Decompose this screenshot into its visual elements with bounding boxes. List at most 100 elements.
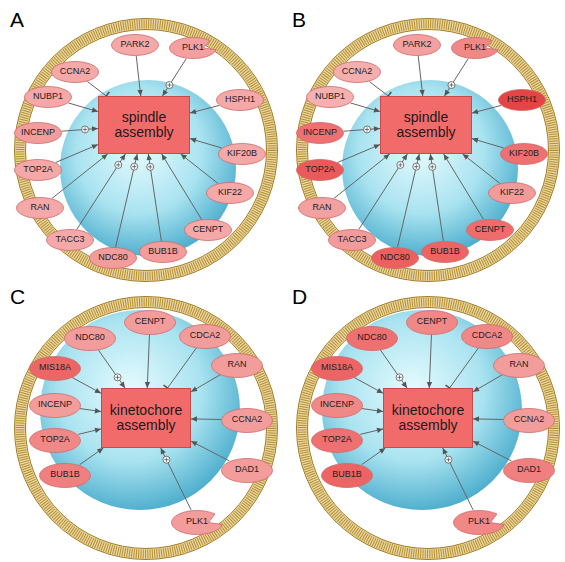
arrow-head xyxy=(147,154,152,160)
connector xyxy=(191,416,221,421)
cell-panel-b xyxy=(297,19,560,282)
gene-label: NUBP1 xyxy=(315,92,345,101)
connector xyxy=(473,441,511,461)
arrow-head xyxy=(472,109,478,114)
plus-mark xyxy=(445,456,452,463)
gene-label: KIF20B xyxy=(509,149,539,158)
connector-line xyxy=(161,448,191,510)
gene-label: PLK1 xyxy=(182,43,204,52)
gene-node: NDC80 xyxy=(64,326,116,351)
gene-label: NDC80 xyxy=(380,253,410,262)
connector xyxy=(473,416,503,421)
connector xyxy=(136,56,143,96)
connector xyxy=(98,350,125,388)
connector-line xyxy=(418,56,423,96)
connector-line xyxy=(473,441,511,461)
gene-node: CDCA2 xyxy=(461,324,513,349)
gene-node: MIS18A xyxy=(311,356,363,381)
plus-mark xyxy=(399,375,400,379)
connector-line xyxy=(369,81,388,96)
arrow-head xyxy=(443,448,448,455)
arrow-head xyxy=(133,154,138,160)
gene-label: PARK2 xyxy=(121,40,150,49)
connector-line xyxy=(398,154,420,247)
gene-label: KIF20B xyxy=(227,149,257,158)
gene-label: DAD1 xyxy=(517,465,541,474)
gene-label: CENPT xyxy=(475,225,506,234)
gene-label: CDCA2 xyxy=(472,331,503,340)
connector-line xyxy=(77,154,126,229)
plus-mark xyxy=(82,126,89,133)
panel-letter: D xyxy=(292,285,307,309)
process-label: kinetochore assembly xyxy=(102,403,190,432)
arrow-head xyxy=(91,144,98,149)
plus-mark xyxy=(397,161,404,168)
connector-line xyxy=(116,154,138,247)
gene-label: CENPT xyxy=(193,225,224,234)
gene-label: CENPT xyxy=(417,317,448,326)
gene-label: NDC80 xyxy=(75,333,105,342)
connector xyxy=(77,154,126,229)
connector xyxy=(472,138,504,148)
process-label: kinetochore assembly xyxy=(384,403,472,432)
connector-line xyxy=(443,448,473,510)
gene-node: BUB1B xyxy=(39,463,91,488)
gene-label: PARK2 xyxy=(403,40,432,49)
gene-label: TOP2A xyxy=(305,165,334,174)
arrow-head xyxy=(463,154,469,160)
connector xyxy=(162,154,202,219)
plus-mark xyxy=(400,163,401,167)
connector-line xyxy=(190,139,222,148)
connector-line xyxy=(87,81,106,96)
connector-line xyxy=(473,375,502,392)
connector-line xyxy=(147,334,149,388)
arrow-head xyxy=(473,441,480,446)
arrow-head xyxy=(415,154,420,160)
process-box: kinetochore assembly xyxy=(101,388,191,448)
arrow-head xyxy=(190,109,196,114)
connector xyxy=(398,154,421,247)
connector xyxy=(190,138,222,148)
plus-mark xyxy=(134,164,135,168)
gene-node: HSPH1 xyxy=(498,89,546,111)
gene-label: PLK1 xyxy=(186,517,208,526)
gene-label: INCENP xyxy=(21,128,55,137)
connector-line xyxy=(362,448,386,465)
connector-line xyxy=(350,103,380,112)
gene-node: DAD1 xyxy=(503,458,555,483)
gene-label: MIS18A xyxy=(39,363,71,372)
plus-mark xyxy=(169,83,170,87)
gene-node: INCENP xyxy=(311,393,363,418)
gene-label: TOP2A xyxy=(322,435,351,444)
process-box: kinetochore assembly xyxy=(383,388,473,448)
gene-node: INCENP xyxy=(29,393,81,418)
gene-label: TACC3 xyxy=(56,235,85,244)
gene-label: DAD1 xyxy=(235,465,259,474)
connector-line xyxy=(168,348,197,388)
connector xyxy=(116,154,139,247)
connector-line xyxy=(429,334,431,388)
connector-line xyxy=(191,441,229,461)
gene-node: HSPH1 xyxy=(216,89,264,111)
gene-label: INCENP xyxy=(38,400,72,409)
gene-node: CENPT xyxy=(406,310,458,335)
connector-line xyxy=(359,154,408,229)
arrow-head xyxy=(379,448,385,454)
arrow-head xyxy=(402,154,408,161)
connector xyxy=(78,428,101,435)
connector xyxy=(360,428,383,435)
plus-mark xyxy=(117,375,118,379)
gene-node: KIF22 xyxy=(488,182,536,204)
panel-letter: A xyxy=(10,8,24,32)
plus-mark xyxy=(451,83,452,87)
process-label: spindle assembly xyxy=(381,110,471,139)
process-label: spindle assembly xyxy=(99,110,189,139)
gene-node: KIF20B xyxy=(500,143,548,165)
connector-line xyxy=(56,145,98,163)
gene-label: RAN xyxy=(312,203,331,212)
gene-node: RAN xyxy=(16,197,64,219)
gene-label: BUB1B xyxy=(430,247,460,256)
connector xyxy=(362,448,386,465)
gene-node: KIF20B xyxy=(218,143,266,165)
gene-node: BUB1B xyxy=(321,463,373,488)
